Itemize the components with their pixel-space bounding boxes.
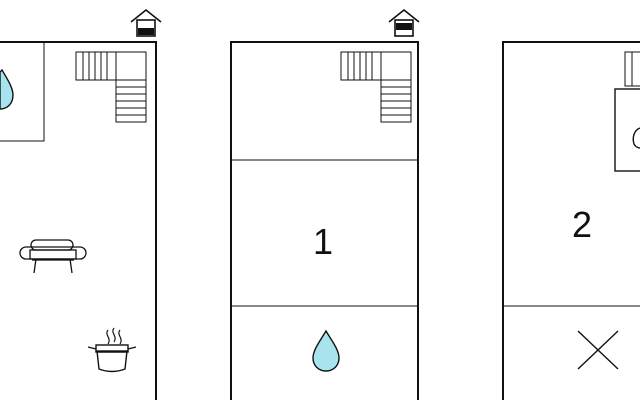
stairs-icon — [75, 51, 147, 123]
house-floor-icon — [130, 8, 162, 37]
cooking-pot-icon — [87, 327, 137, 373]
floor-3-outline — [502, 41, 640, 400]
floor-1 — [0, 8, 162, 400]
stairs-icon — [340, 51, 412, 123]
water-drop-icon — [312, 329, 340, 372]
bathroom-wall — [0, 42, 45, 142]
floor-2: 1 — [230, 8, 420, 400]
room-label: 2 — [572, 204, 592, 245]
bed-icon — [614, 88, 640, 172]
floor-2-outline — [230, 41, 419, 400]
cross-icon — [577, 330, 619, 370]
room-label: 1 — [313, 221, 333, 262]
floor-3: 2 — [502, 41, 640, 400]
stairs-icon — [624, 51, 640, 87]
house-floor-icon — [388, 8, 420, 37]
sofa-icon — [19, 239, 87, 274]
water-drop-icon — [0, 68, 14, 110]
floor-1-outline — [0, 41, 157, 400]
